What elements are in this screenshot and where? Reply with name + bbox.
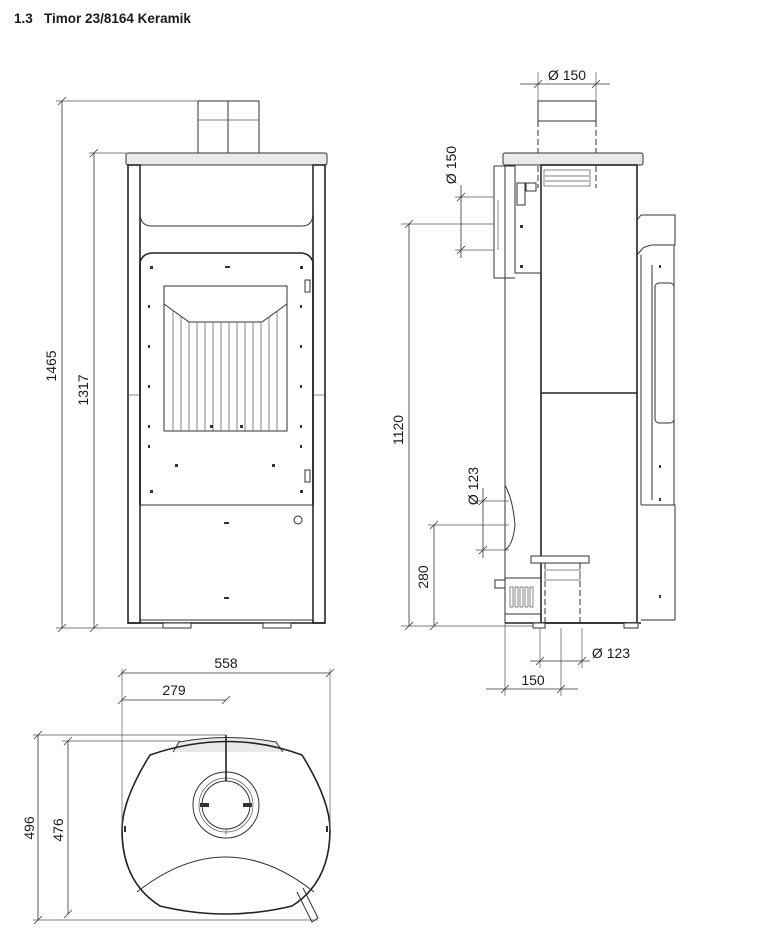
side-top-ledge	[636, 214, 676, 256]
front-top-plate	[125, 152, 328, 166]
dim-side-air-inlet-height: 280	[415, 565, 431, 589]
dim-front-total-height: 1465	[43, 350, 59, 381]
side-top-flue	[537, 100, 597, 122]
top-front-arc	[136, 856, 315, 893]
dim-top-body-depth: 476	[50, 818, 66, 842]
dim-top-half-width: 279	[162, 682, 186, 698]
front-right-column	[312, 164, 326, 624]
front-view: 1465 1317	[43, 96, 328, 633]
top-rear-ledge	[172, 737, 284, 753]
front-door-frame	[139, 252, 314, 505]
section-heading: 1.3 Timor 23/8164 Keramik	[14, 11, 191, 26]
front-door-rivets	[148, 266, 303, 493]
dim-side-air-inlet-diameter: Ø 123	[465, 467, 481, 505]
side-view: Ø 150 Ø 150 1120 Ø 123 280 Ø 1	[390, 67, 676, 696]
dim-side-bottom-diameter: Ø 123	[592, 645, 630, 661]
front-foot-left	[162, 622, 192, 629]
front-foot-right	[262, 622, 292, 629]
side-lower-door	[641, 504, 676, 621]
side-air-inlet-bulge	[504, 484, 516, 551]
side-rear-box	[514, 164, 542, 274]
side-vent-slats	[509, 586, 534, 608]
front-upper-panel	[139, 165, 314, 227]
top-view: 558 279 496 476	[21, 655, 335, 925]
dim-side-top-flue-diameter: Ø 150	[548, 67, 586, 83]
dim-side-bottom-offset: 150	[521, 672, 545, 688]
front-window-ribs	[172, 310, 278, 431]
side-bottom-inlet-flange	[530, 555, 590, 564]
front-left-column	[127, 164, 141, 624]
side-top-plate	[502, 152, 644, 166]
dim-side-rear-flue-diameter: Ø 150	[443, 146, 459, 184]
section-number: 1.3	[14, 11, 33, 26]
side-handle	[654, 282, 675, 424]
dim-top-total-depth: 496	[21, 816, 37, 840]
dim-side-rear-flue-height: 1120	[390, 415, 406, 445]
front-lower-panel	[139, 504, 314, 621]
top-outline	[121, 740, 331, 915]
front-viewing-window	[163, 285, 288, 432]
side-body	[540, 164, 638, 624]
dim-top-width: 558	[214, 655, 238, 671]
front-knob	[293, 515, 303, 525]
section-title: Timor 23/8164 Keramik	[44, 11, 191, 26]
side-vent-box	[504, 577, 542, 615]
dim-front-body-height: 1317	[75, 374, 91, 405]
